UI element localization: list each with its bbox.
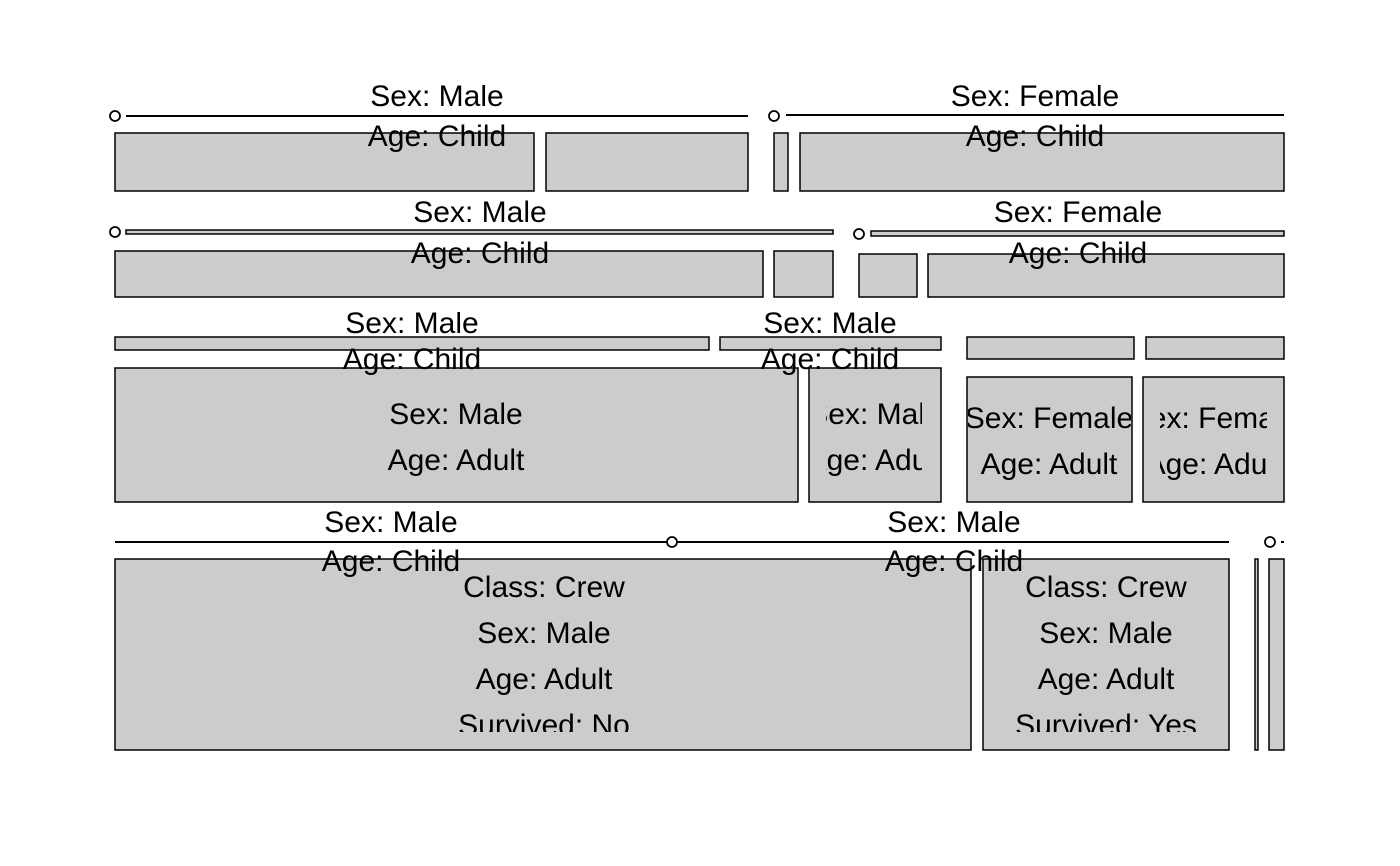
label-age-child: Age: Child <box>761 343 899 376</box>
tile-label-sex: Sex: Female <box>1130 402 1298 435</box>
tile-2nd-male-child-yes <box>125 229 834 235</box>
tile-label-age: Age: Adult <box>981 448 1118 481</box>
class-1st-row <box>109 110 1285 192</box>
label-age-child: Age: Child <box>411 237 549 270</box>
tile-3rd-male-child-no <box>114 336 710 351</box>
class-crew-row: Class: Crew Sex: Male Age: Adult Survive… <box>114 536 1285 751</box>
class-3rd-row: Sex: Male Age: Adult Sex: Male Age: Adul… <box>114 336 1298 503</box>
zero-cell-marker <box>1264 536 1276 548</box>
header-sex-labels: Sex: Male Sex: Female Sex: Male Sex: Fem… <box>324 80 1162 539</box>
label-age-child: Age: Child <box>966 120 1104 153</box>
tile-crew-female-adult-yes <box>1268 558 1285 751</box>
label-sex-male: Sex: Male <box>370 80 503 113</box>
label-sex-female: Sex: Female <box>994 196 1162 229</box>
label-sex-male: Sex: Male <box>413 196 546 229</box>
tile-3rd-male-child-yes <box>719 336 942 351</box>
zero-cell-marker <box>853 228 865 240</box>
tile-label-survived: Survived: No <box>458 709 630 742</box>
tile-label-sex: Sex: Male <box>1039 617 1172 650</box>
zero-cell-marker <box>666 536 678 548</box>
tile-crew-female-adult-no <box>1254 558 1259 751</box>
tile-2nd-female-child-yes <box>870 230 1285 237</box>
tile-3rd-female-child-yes <box>1145 336 1285 360</box>
tile-crew-male-adult-yes <box>982 558 1230 751</box>
header-age-labels: Age: Child Age: Child Age: Child Age: Ch… <box>322 120 1147 578</box>
label-sex-male: Sex: Male <box>345 307 478 340</box>
label-sex-male: Sex: Male <box>887 506 1020 539</box>
tile-label-age: Age: Adult <box>807 444 944 477</box>
label-age-child: Age: Child <box>343 343 481 376</box>
zero-cell-marker <box>109 110 121 122</box>
label-age-child: Age: Child <box>885 545 1023 578</box>
label-age-child: Age: Child <box>1009 237 1147 270</box>
tile-1st-female-adult-yes <box>799 132 1285 192</box>
tile-1st-male-adult-no <box>114 132 535 192</box>
tile-label-sex: Sex: Male <box>389 398 522 431</box>
tile-label-survived: Survived: Yes <box>1015 709 1197 742</box>
label-sex-male: Sex: Male <box>763 307 896 340</box>
class-2nd-row <box>109 226 1285 298</box>
tile-label-sex: Sex: Male <box>477 617 610 650</box>
tile-3rd-female-adult-no <box>966 376 1133 503</box>
tile-label-age: Age: Adult <box>1146 448 1283 481</box>
tile-3rd-male-adult-no <box>114 367 799 503</box>
tile-1st-male-adult-yes <box>545 132 749 192</box>
tile-2nd-male-adult-no <box>114 250 764 298</box>
tile-label-sex: Sex: Female <box>965 402 1133 435</box>
tile-label-age: Age: Adult <box>476 663 613 696</box>
tile-label-age: Age: Adult <box>388 444 525 477</box>
tile-2nd-male-adult-yes <box>773 250 834 298</box>
tile-label-age: Age: Adult <box>1038 663 1175 696</box>
tile-label-class: Class: Crew <box>463 571 625 604</box>
tile-3rd-female-child-no <box>966 336 1135 360</box>
zero-cell-marker <box>109 226 121 238</box>
tile-3rd-female-adult-yes <box>1142 376 1285 503</box>
tile-crew-male-adult-no <box>114 558 972 751</box>
label-age-child: Age: Child <box>368 120 506 153</box>
tile-label-class: Class: Crew <box>1025 571 1187 604</box>
label-sex-female: Sex: Female <box>951 80 1119 113</box>
tile-3rd-male-adult-yes <box>808 367 942 503</box>
tile-2nd-female-adult-yes <box>927 253 1285 298</box>
tile-label-sex: Sex: Male <box>808 398 941 431</box>
zero-cell-marker <box>768 110 780 122</box>
tile-1st-female-adult-no <box>773 132 789 192</box>
label-sex-male: Sex: Male <box>324 506 457 539</box>
tile-2nd-female-adult-no <box>858 253 918 298</box>
label-age-child: Age: Child <box>322 545 460 578</box>
